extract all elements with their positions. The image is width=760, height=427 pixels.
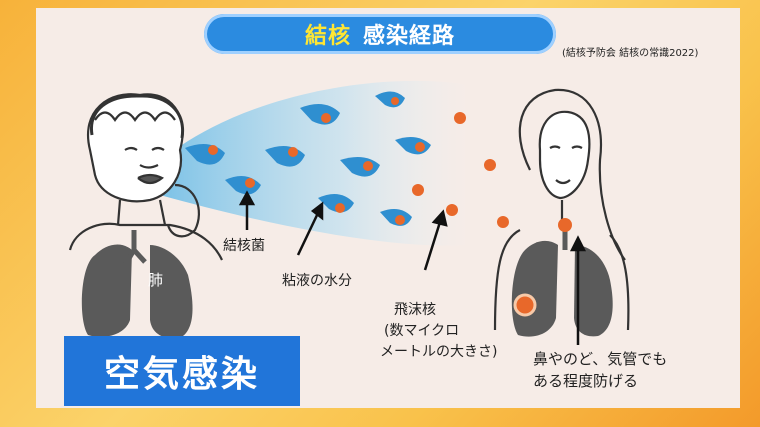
arrow-mucus [296,201,324,256]
lung-label: 肺 [148,271,164,289]
droplet [340,156,380,177]
droplets [185,91,431,226]
coughing-person [68,93,223,261]
standing-person [493,88,630,331]
droplet [395,136,431,155]
arrows [238,190,587,345]
mucus-label: 粘液の水分 [282,273,352,289]
droplet [185,144,225,165]
bacteria-label: 結核菌 [223,238,265,254]
nuclei-label-line3: メートルの大きさ) [380,344,498,360]
droplet [225,176,261,195]
arrow-nuclei [423,209,448,271]
droplet [265,146,305,167]
title-main: 感染経路 [363,24,456,49]
airborne-infection-label: 空気感染 [64,336,300,406]
droplet [375,91,405,108]
arrow-bacteria [238,190,256,230]
right-person-lungs [511,222,613,337]
droplet [318,194,354,213]
left-person-lungs [81,230,193,339]
arrow-defense [569,235,587,345]
breath-spray [150,80,470,246]
droplet [300,104,340,125]
defense-label-line2: ある程度防げる [533,372,639,390]
source-credit: (結核予防会 結核の常識2022) [562,48,699,59]
defense-label: 鼻やのど、気管でも ある程度防げる [533,348,667,392]
droplet-nuclei [412,112,572,317]
defense-label-line1: 鼻やのど、気管でも [533,350,668,368]
nuclei-label: 飛沫核 (数マイクロ メートルの大きさ) [380,300,497,363]
droplet [380,208,412,226]
nuclei-label-line2: (数マイクロ [384,323,460,339]
nuclei-label-line1: 飛沫核 [394,302,436,318]
title-accent: 結核 [304,24,351,49]
title-banner: 結核 感染経路 [204,14,556,54]
